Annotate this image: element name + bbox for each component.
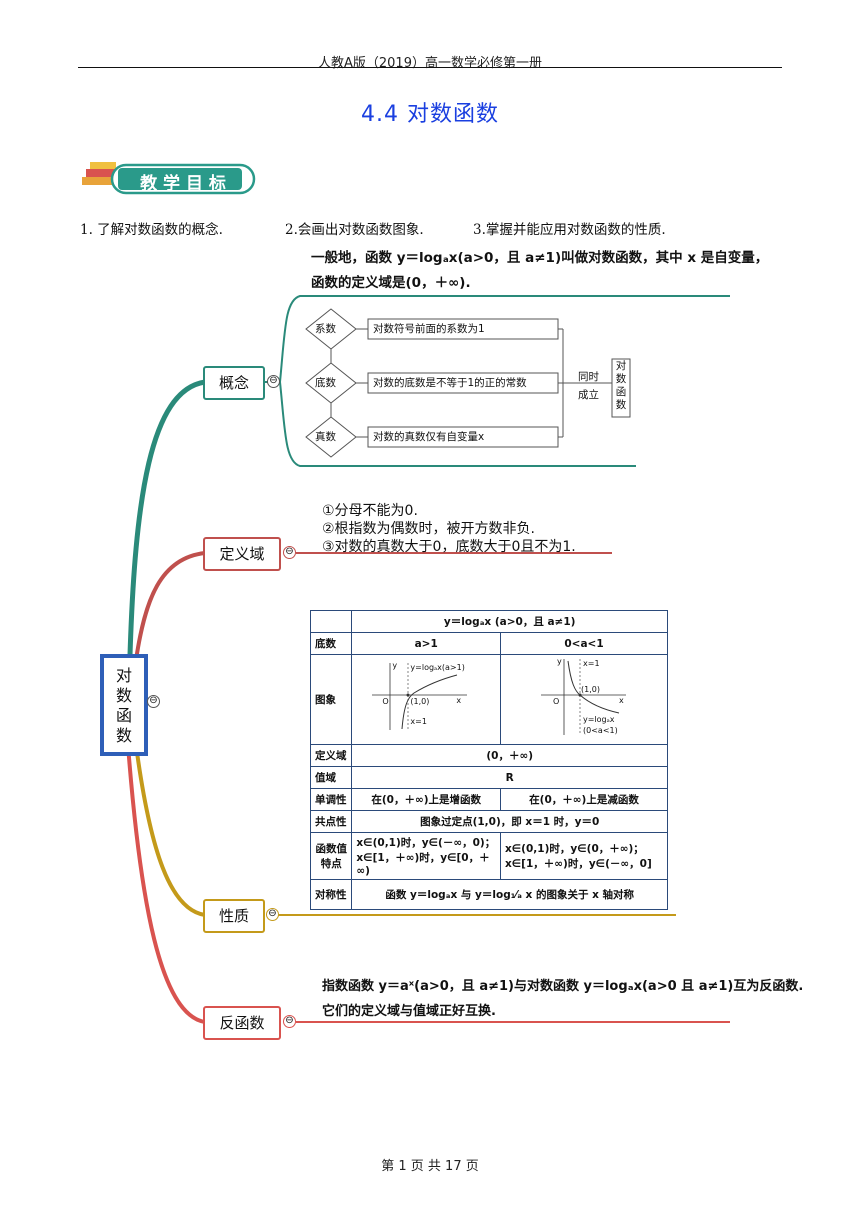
row-label-monotonic: 单调性 [309,788,353,811]
properties-table: y＝logₐx (a>0，且 a≠1) 底数 a>1 0<a<1 图象 y y=… [309,610,668,910]
row-label-values: 函数值 特点 [309,832,353,880]
graph-b-point: (1,0) [581,685,600,694]
domain-item-3: ③对数的真数大于0，底数大于0且不为1. [322,539,576,555]
inverse-line2: 它们的定义域与值域正好互换. [322,1004,496,1019]
goal-2: 2.会画出对数函数图象. [285,222,424,238]
inverse-line1: 指数函数 y＝aˣ(a>0，且 a≠1)与对数函数 y＝logₐx(a>0 且 … [322,979,804,994]
mono-b: 在(0，＋∞)上是减函数 [500,788,668,811]
header-rule [78,67,782,68]
books-icon [82,162,256,195]
row-label-graph: 图象 [309,654,353,745]
row-label-fixed-point: 共点性 [309,810,353,833]
root-char: 函 [115,706,132,725]
flow-diamond-coef: 系数 [315,323,336,335]
row-label-domain: 定义域 [309,744,353,767]
root-char: 数 [115,686,132,705]
values-b-1: x∈(0,1)时，y∈(0，＋∞)； [505,843,644,855]
row-label-values-1: 函数值 [315,843,347,855]
values-a-1: x∈(0,1)时，y∈(－∞，0)； [356,837,496,849]
page-footer: 第 1 页 共 17 页 [381,1159,479,1174]
root-char: 对 [115,666,132,685]
graph-a-origin: O [382,697,389,706]
graph-b-yaxis: y [557,657,562,666]
graph-a-line: x=1 [410,717,427,726]
root-collapse-icon[interactable]: ⊖ [147,695,160,708]
flow-desc-coef: 对数符号前面的系数为1 [373,323,485,335]
flow-result-char: 函 [615,386,627,398]
graph-b-cond: (0<a<1) [583,726,618,735]
flow-together-1: 同时 [578,371,599,383]
domain-collapse-icon[interactable]: ⊖ [283,546,296,559]
base-b: 0<a<1 [500,632,668,655]
page-title: 4.4 对数函数 [361,102,499,127]
graph-a-xaxis: x [456,696,462,705]
flow-result-char: 数 [615,373,627,385]
values-b: x∈(0,1)时，y∈(0，＋∞)； x∈[1，＋∞)时，y∈(－∞，0] [500,832,668,880]
domain-item-2: ②根指数为偶数时，被开方数非负. [322,521,536,537]
values-a: x∈(0,1)时，y∈(－∞，0)； x∈[1，＋∞)时，y∈[0，＋∞) [351,832,501,880]
graph-b-line: x=1 [583,659,600,668]
root-node[interactable]: 对 数 函 数 [100,654,148,756]
inverse-collapse-icon[interactable]: ⊖ [283,1015,296,1028]
graph-b-cell: y x=1 (1,0) O x y=logₐx (0<a<1) [500,654,668,745]
flow-result: 对 数 函 数 [615,360,627,412]
concept-intro-line2: 函数的定义域是(0，＋∞). [311,275,471,291]
row-label-values-2: 特点 [320,858,342,870]
values-a-2: x∈[1，＋∞)时，y∈[0，＋∞) [356,852,490,877]
flow-together-2: 成立 [578,389,599,401]
domain-value: (0，＋∞) [351,744,668,767]
flow-diamond-base: 底数 [315,377,336,389]
flow-diamond-arg: 真数 [315,431,336,443]
row-label-range: 值域 [309,766,353,789]
flow-result-char: 数 [615,399,627,411]
symmetry-value: 函数 y＝logₐx 与 y＝log₁⁄ₐ x 的图象关于 x 轴对称 [351,879,668,910]
goal-3: 3.掌握并能应用对数函数的性质. [473,222,666,238]
graph-b-plot [541,659,626,735]
range-value: R [351,766,668,789]
root-char: 数 [115,726,132,745]
row-label-symmetry: 对称性 [309,879,353,910]
inverse-node[interactable]: 反函数 [203,1006,281,1040]
graph-b-xaxis: x [619,696,624,705]
graph-b-origin: O [553,697,560,706]
row-label-base: 底数 [309,632,353,655]
domain-node[interactable]: 定义域 [203,537,281,571]
graph-a-point: (1,0) [410,697,430,706]
properties-node[interactable]: 性质 [203,899,265,933]
graph-b-curve-label: y=logₐx [583,715,615,724]
concept-node[interactable]: 概念 [203,366,265,400]
concept-intro-line1: 一般地，函数 y＝logₐx(a>0，且 a≠1)叫做对数函数，其中 x 是自变… [311,250,769,266]
domain-item-1: ①分母不能为0. [322,503,418,519]
fixed-point-value: 图象过定点(1,0)，即 x＝1 时，y＝0 [351,810,668,833]
properties-collapse-icon[interactable]: ⊖ [266,908,279,921]
goal-1: 1. 了解对数函数的概念. [80,222,223,238]
graph-a-curve-label: y=logₐx(a>1) [410,663,465,672]
concept-flowchart [305,308,631,458]
mono-a: 在(0，＋∞)上是增函数 [351,788,501,811]
banner-label: 教 学 目 标 [140,174,226,194]
flow-desc-base: 对数的底数是不等于1的正的常数 [373,377,527,389]
flow-desc-arg: 对数的真数仅有自变量x [373,431,485,443]
section-banner: 教 学 目 标 [78,157,258,199]
graph-a-yaxis: y [392,661,398,670]
concept-collapse-icon[interactable]: ⊖ [267,375,280,388]
graph-a-plot [372,663,468,730]
graph-a-cell: y y=logₐx(a>1) O (1,0) x x=1 [351,654,501,745]
values-b-2: x∈[1，＋∞)时，y∈(－∞，0] [505,858,652,870]
table-head: y＝logₐx (a>0，且 a≠1) [351,610,668,633]
flow-result-char: 对 [615,360,627,372]
base-a: a>1 [351,632,501,655]
table-corner [309,610,353,633]
